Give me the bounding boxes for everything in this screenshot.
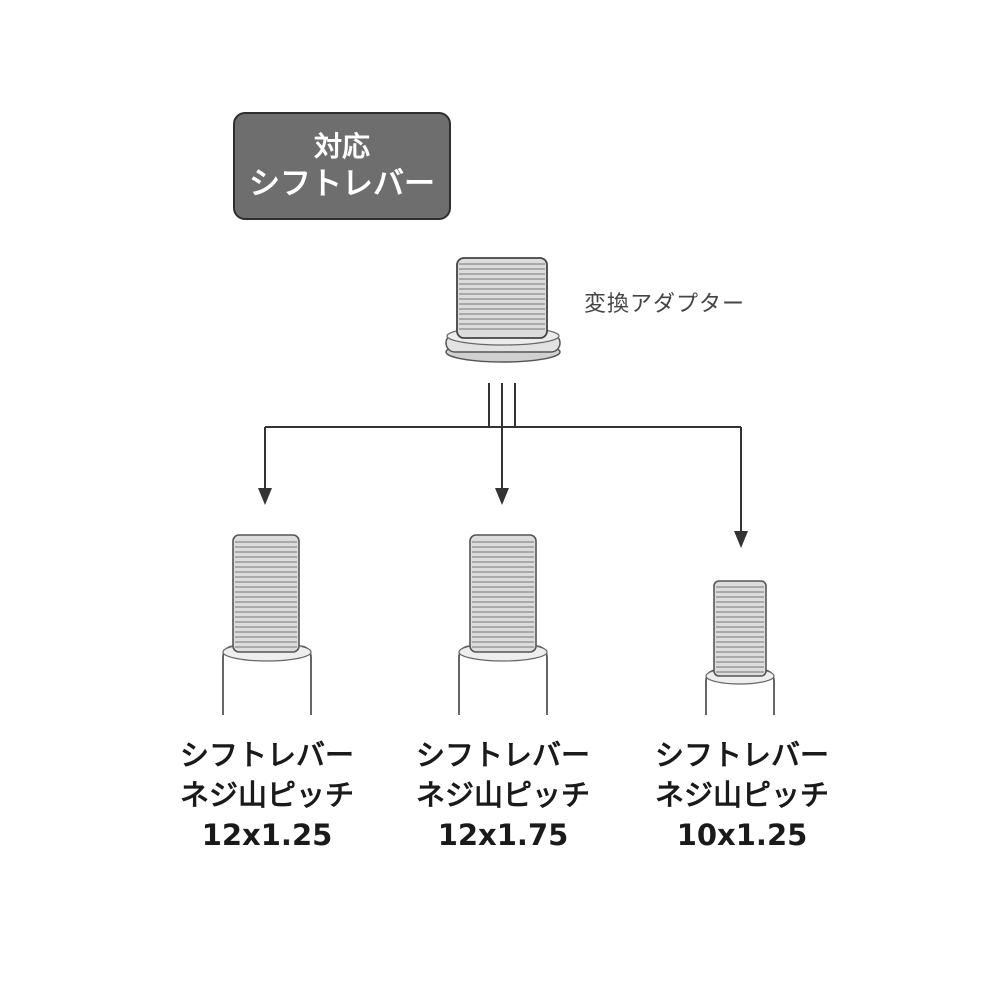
connector-lines [264, 383, 742, 533]
lever-2-name: シフトレバー [415, 738, 590, 772]
lever-3-name: シフトレバー [654, 738, 829, 772]
adapter-label: 変換アダプター [584, 292, 746, 317]
bolt-3-threads [716, 586, 764, 673]
lever-3-pitch-label: ネジ山ピッチ [654, 778, 829, 812]
lever-caption-3: シフトレバー ネジ山ピッチ 10x1.25 [622, 735, 862, 855]
bolt-2-threads [472, 541, 534, 648]
lever-2-spec: 12x1.75 [437, 818, 569, 852]
compatible-shift-lever-box: 対応 シフトレバー [233, 112, 451, 220]
lever-3-spec: 10x1.25 [676, 818, 808, 852]
lever-1-name: シフトレバー [179, 738, 354, 772]
adapter-body [456, 257, 548, 339]
lever-caption-1: シフトレバー ネジ山ピッチ 12x1.25 [147, 735, 387, 855]
shift-lever-bolt-2 [458, 534, 548, 715]
lever-1-spec: 12x1.25 [201, 818, 333, 852]
arrowheads [258, 488, 748, 548]
header-title-line2: シフトレバー [249, 166, 435, 202]
bolt-1-threads [235, 541, 297, 648]
bolt-1-thread-body [232, 534, 300, 653]
header-title-line1: 対応 [313, 130, 370, 163]
shift-lever-bolt-1 [222, 534, 312, 715]
lever-caption-2: シフトレバー ネジ山ピッチ 12x1.75 [383, 735, 623, 855]
bolt-2-thread-body [469, 534, 537, 653]
arrowhead-right [734, 531, 748, 548]
arrowhead-center [495, 488, 509, 505]
shift-lever-bolt-3 [705, 580, 775, 715]
lever-2-pitch-label: ネジ山ピッチ [415, 778, 590, 812]
lever-1-pitch-label: ネジ山ピッチ [179, 778, 354, 812]
adapter-illustration [445, 257, 561, 363]
adapter-threads [459, 263, 545, 330]
arrowhead-left [258, 488, 272, 505]
